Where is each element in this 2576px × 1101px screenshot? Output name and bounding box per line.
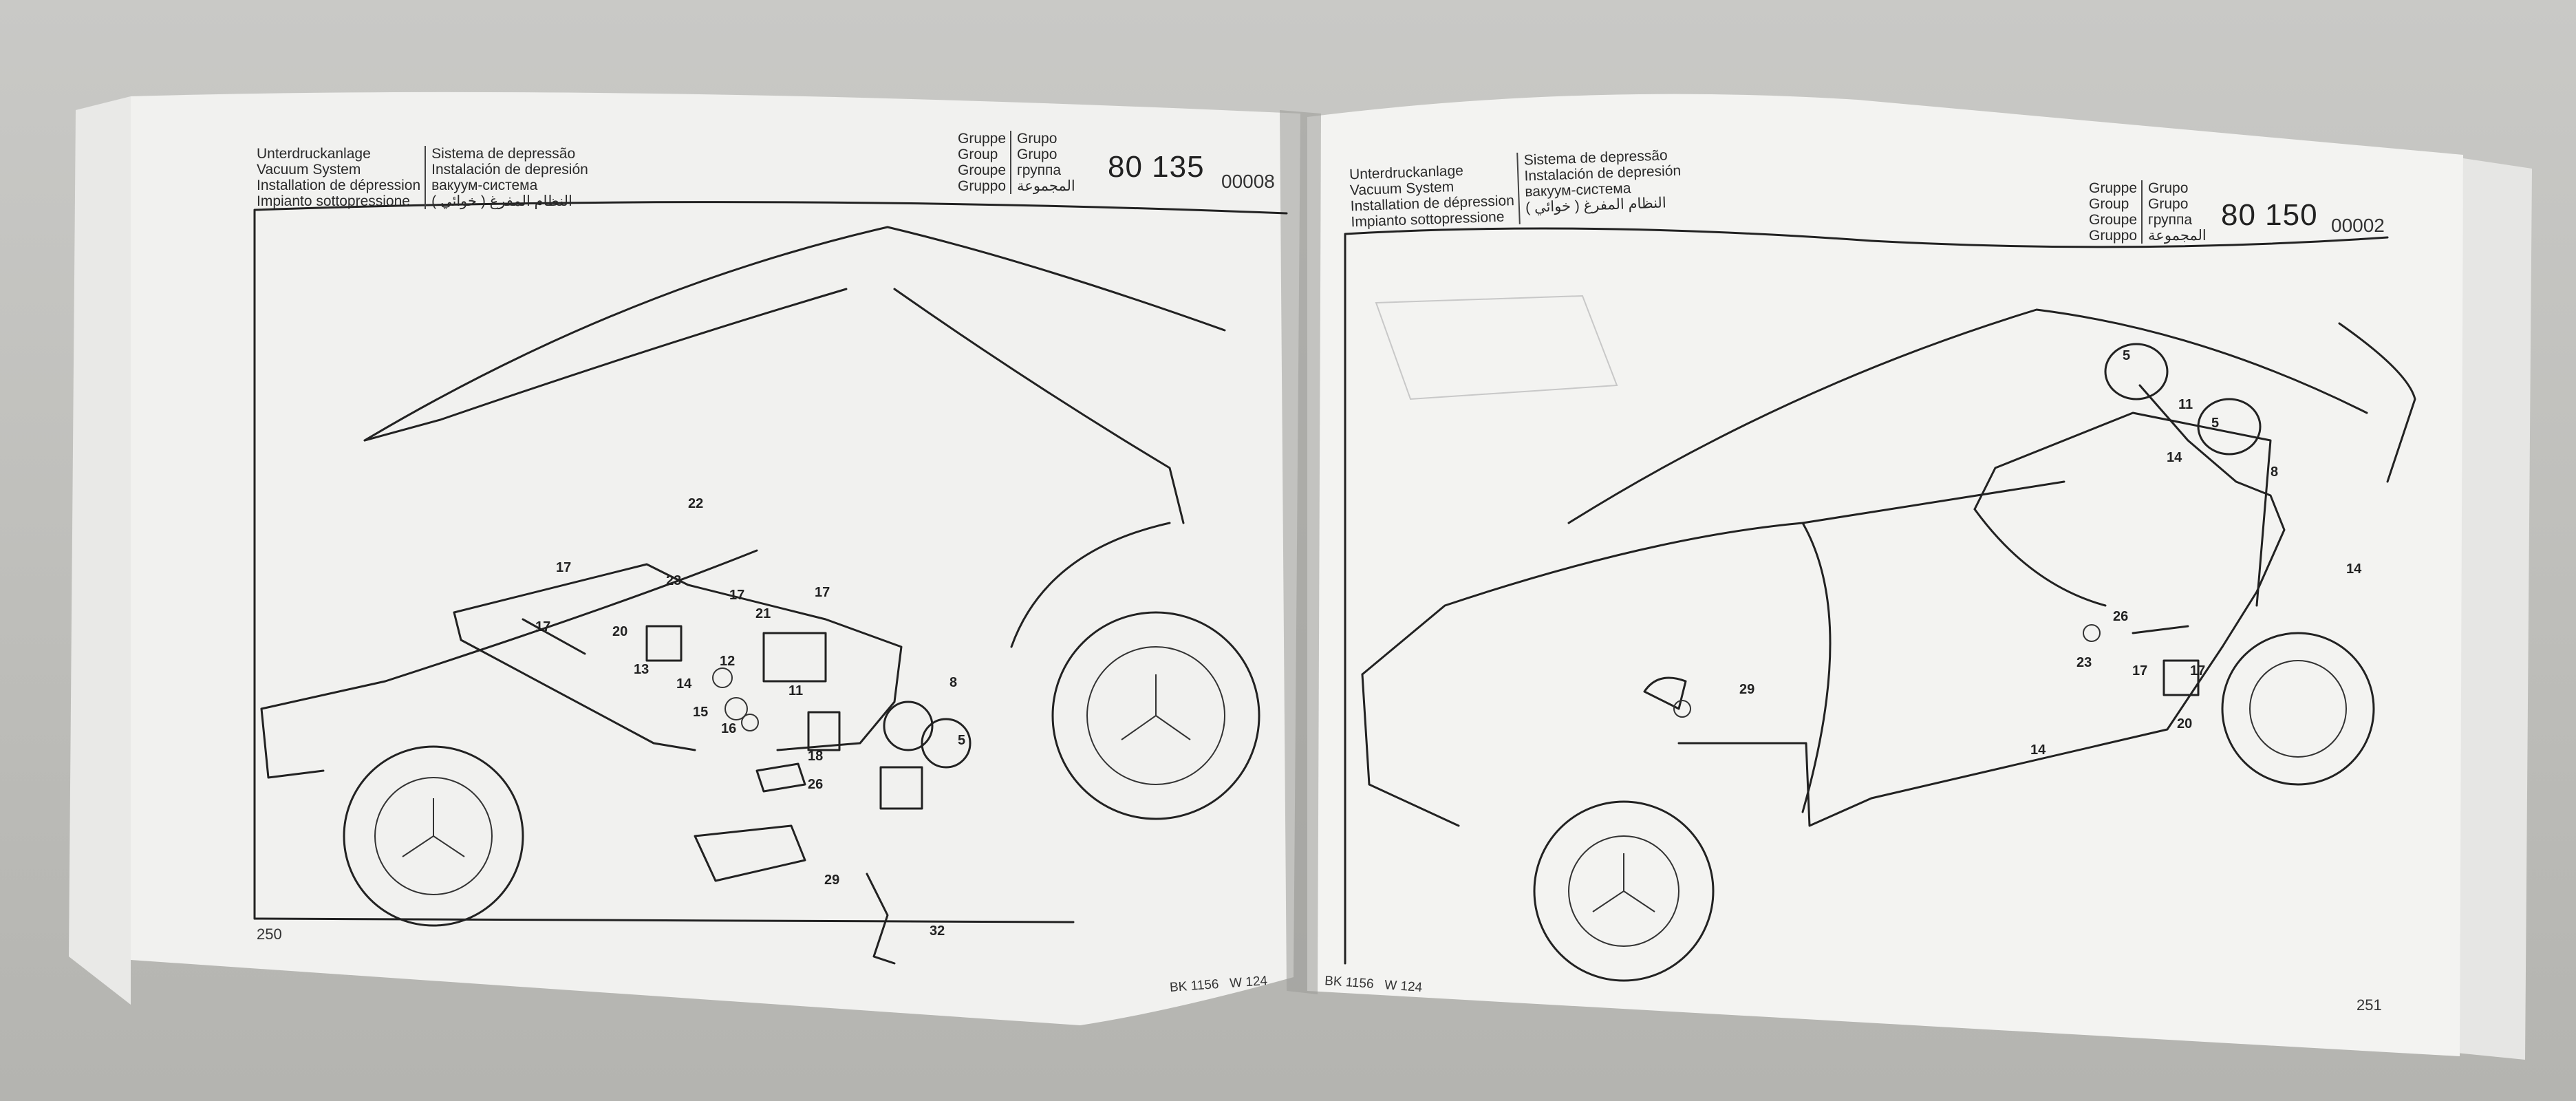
left-page-number: 250 — [257, 926, 282, 943]
group-label: Grupo — [1017, 147, 1058, 162]
callout: 17 — [556, 560, 571, 575]
group-label: Groupe — [958, 162, 1007, 178]
callout: 26 — [2113, 609, 2128, 624]
callout: 17 — [815, 585, 830, 600]
callout: 17 — [2190, 663, 2205, 678]
right-page-number: 251 — [2357, 996, 2382, 1014]
group-label: Group — [958, 147, 998, 162]
left-car-drawing — [260, 226, 1260, 965]
callout: 23 — [666, 573, 681, 588]
title-line: вакуум-система — [431, 178, 538, 193]
callout: 11 — [2178, 397, 2193, 412]
left-page — [131, 92, 1300, 1025]
callout: 5 — [958, 733, 965, 748]
callout: 29 — [824, 873, 839, 888]
right-car-drawing — [1361, 295, 2416, 982]
callout: 14 — [2167, 450, 2182, 465]
left-page-stack — [69, 96, 131, 1005]
callout: 5 — [2123, 348, 2130, 363]
title-line: Instalación de depresión — [431, 162, 588, 178]
group-label: Gruppo — [2089, 228, 2138, 244]
left-title-block: Unterdruckanlage Vacuum System Installat… — [257, 146, 588, 209]
callout: 20 — [612, 624, 627, 639]
left-frame-bottom — [253, 917, 1075, 923]
right-title-block: Unterdruckanlage Vacuum System Installat… — [1349, 147, 1683, 230]
group-label: Grupo — [2148, 196, 2189, 212]
callout: 21 — [755, 606, 771, 621]
group-label: Gruppe — [2089, 180, 2138, 196]
group-label: группа — [2148, 212, 2193, 228]
left-group-block: Gruppe Group Groupe Gruppo Grupo Grupo г… — [958, 131, 1075, 194]
group-label: Grupo — [2148, 180, 2189, 196]
callout: 17 — [535, 619, 550, 634]
group-label: группа — [1017, 162, 1062, 178]
callout: 11 — [788, 683, 803, 698]
right-group-block: Gruppe Group Groupe Gruppo Grupo Grupo г… — [2089, 180, 2207, 244]
callout: 20 — [2177, 716, 2192, 731]
callout: 22 — [688, 496, 703, 511]
right-page — [1307, 94, 2463, 1057]
left-sheet-code: 00008 — [1221, 171, 1275, 192]
callout: 14 — [2030, 742, 2046, 758]
left-drawing-frame — [253, 201, 1288, 920]
group-label: Gruppe — [958, 131, 1007, 147]
group-label: المجموعة — [1017, 178, 1075, 194]
callout: 16 — [721, 721, 736, 736]
title-line: النظام المفرغ ( خوائي ) — [431, 193, 572, 209]
title-line: Unterdruckanlage — [257, 146, 371, 162]
group-label: المجموعة — [2148, 228, 2207, 244]
callout: 8 — [949, 675, 957, 690]
group-label: Group — [2089, 196, 2129, 212]
callout: 18 — [808, 749, 823, 764]
callout: 32 — [930, 923, 945, 939]
callout: 14 — [676, 676, 692, 692]
callout: 5 — [2211, 416, 2219, 431]
right-page-stack — [2456, 158, 2532, 1060]
callout: 26 — [808, 777, 823, 792]
left-callouts: 22 17 23 17 17 17 20 21 13 14 12 8 11 15… — [535, 496, 965, 939]
right-drawing-frame — [1344, 227, 2389, 965]
group-label: Gruppo — [958, 178, 1007, 194]
group-label: Groupe — [2089, 212, 2138, 228]
callout: 13 — [634, 662, 649, 677]
title-line: Installation de dépression — [257, 178, 421, 193]
title-line: Vacuum System — [257, 162, 361, 178]
group-label: Grupo — [1017, 131, 1058, 147]
callout: 17 — [729, 588, 744, 603]
callout: 14 — [2346, 562, 2362, 577]
title-line: Impianto sottopressione — [257, 193, 410, 209]
left-group-number: 80 135 — [1108, 150, 1205, 184]
callout: 17 — [2132, 663, 2147, 678]
callout: 12 — [720, 654, 735, 669]
right-callouts: 5 11 5 14 8 14 26 23 17 17 20 29 14 — [1739, 348, 2362, 758]
callout: 23 — [2076, 655, 2092, 670]
title-line: Sistema de depressão — [431, 146, 576, 162]
callout: 29 — [1739, 682, 1754, 697]
right-group-number: 80 150 — [2221, 198, 2318, 232]
gutter-shadow — [1280, 110, 1321, 994]
callout: 15 — [693, 705, 708, 720]
right-sheet-code: 00002 — [2331, 215, 2385, 236]
callout: 8 — [2271, 464, 2278, 480]
